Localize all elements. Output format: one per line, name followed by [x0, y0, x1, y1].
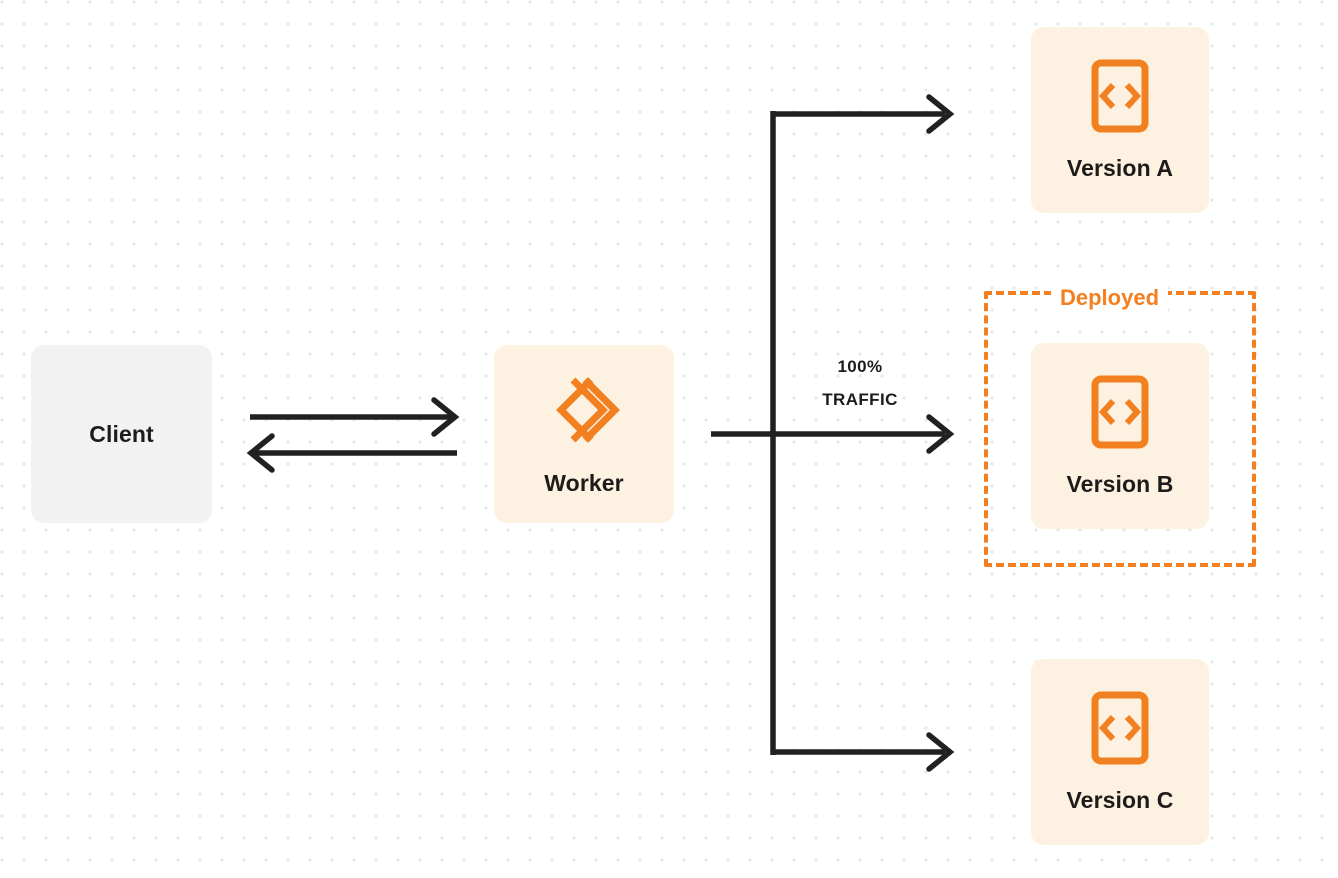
connector-worker-to-version-b [711, 414, 955, 454]
connector-client-to-worker [250, 397, 460, 437]
connector-worker-to-version-c [771, 732, 955, 772]
connector-worker-to-client [246, 433, 457, 473]
deployed-group-label: Deployed [1051, 284, 1169, 312]
node-version-b-label: Version B [1066, 471, 1174, 497]
traffic-label: 100% TRAFFIC [786, 350, 934, 416]
node-worker[interactable]: Worker [494, 345, 674, 523]
code-document-icon [1090, 374, 1150, 455]
node-client-label: Client [89, 420, 154, 447]
traffic-unit: TRAFFIC [822, 390, 898, 409]
node-version-c[interactable]: Version C [1031, 659, 1209, 845]
node-worker-label: Worker [544, 470, 624, 496]
node-version-c-label: Version C [1066, 787, 1174, 813]
node-version-a-label: Version A [1066, 155, 1174, 181]
connector-worker-to-version-a [771, 94, 955, 134]
code-document-icon [1090, 690, 1150, 771]
node-version-b[interactable]: Version B [1031, 343, 1209, 529]
deployed-group-frame [984, 291, 1256, 567]
traffic-percent: 100% [837, 357, 883, 376]
cloudflare-workers-logo-icon [545, 371, 623, 454]
node-client[interactable]: Client [31, 345, 212, 523]
code-document-icon [1090, 58, 1150, 139]
node-version-a[interactable]: Version A [1031, 27, 1209, 213]
